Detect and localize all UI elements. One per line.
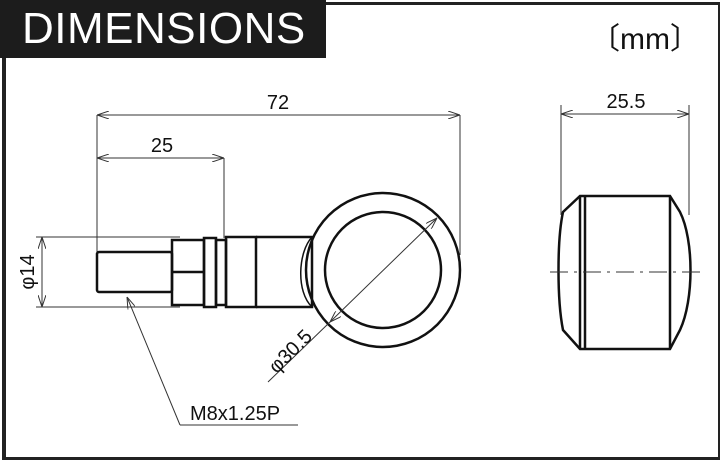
dimension-25-5: 25.5 [560,91,690,215]
dimension-phi14: φ14 [17,236,180,308]
thread-leader: M8x1.25P [127,297,298,426]
dim-label-phi14: φ14 [17,254,39,289]
dimension-25: 25 [97,135,225,238]
ring-eye [304,191,462,349]
thread-spec-label: M8x1.25P [190,403,280,425]
unit-label: 〔mm〕 [590,23,700,56]
dim-label-72: 72 [267,92,289,114]
dimension-phi30-5: φ30.5 [265,218,437,383]
dimension-72: 72 [96,92,461,255]
page-title: DIMENSIONS [22,4,306,53]
dim-label-25: 25 [151,135,173,157]
dim-label-25-5: 25.5 [607,91,646,113]
title-banner: DIMENSIONS [0,0,326,58]
part-side-view [95,235,314,309]
dim-label-phi30-5: φ30.5 [265,326,317,378]
